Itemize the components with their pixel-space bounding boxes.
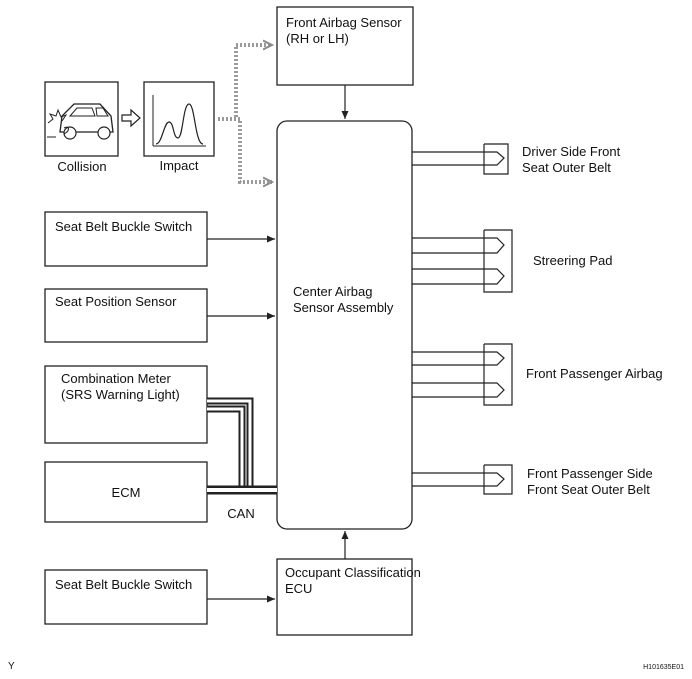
seat-belt-buckle-switch-label: Seat Belt Buckle Switch — [55, 219, 192, 234]
occupant-classification-sublabel: ECU — [285, 581, 312, 596]
collision-label: Collision — [57, 159, 106, 174]
seat-position-sensor-label: Seat Position Sensor — [55, 294, 177, 309]
passenger-belt-sublabel: Front Seat Outer Belt — [527, 482, 650, 497]
squib-icon — [484, 351, 505, 366]
occupant-classification-label: Occupant Classification — [285, 565, 421, 580]
squib-icon — [484, 382, 505, 398]
can-bus — [207, 397, 277, 495]
center-airbag-sensor-label: Center Airbag — [293, 284, 373, 299]
front-airbag-sensor-sublabel: (RH or LH) — [286, 31, 349, 46]
steering-pad-label: Streering Pad — [533, 253, 613, 268]
collision-to-impact-arrow — [121, 108, 141, 128]
squib-icon — [484, 151, 505, 166]
steering-pad-output — [412, 229, 513, 293]
collision-illustration — [44, 81, 119, 157]
figure-code: H101635E01 — [643, 664, 684, 671]
seat-position-sensor-box: Seat Position Sensor — [44, 288, 208, 343]
car-crash-icon — [47, 103, 114, 140]
seat-belt-buckle-switch-box: Seat Belt Buckle Switch — [44, 211, 208, 267]
seat-belt-buckle-switch-bottom-box: Seat Belt Buckle Switch — [44, 569, 208, 625]
impact-graph — [143, 81, 215, 157]
combination-meter-label: Combination Meter — [61, 371, 171, 386]
ecm-label: ECM — [112, 485, 141, 500]
passenger-airbag-label: Front Passenger Airbag — [526, 366, 663, 381]
center-airbag-sensor-sublabel: Sensor Assembly — [293, 300, 394, 315]
squib-icon — [484, 237, 505, 254]
squib-icon — [484, 268, 505, 285]
can-label: CAN — [227, 506, 254, 521]
passenger-belt-label: Front Passenger Side — [527, 466, 653, 481]
impact-waveform — [155, 103, 204, 145]
driver-belt-label: Driver Side Front — [522, 144, 621, 159]
center-airbag-sensor-box: Center Airbag Sensor Assembly — [276, 120, 413, 530]
footer-left-mark: Y — [8, 661, 15, 672]
driver-belt-sublabel: Seat Outer Belt — [522, 160, 611, 175]
ecm-box: ECM — [44, 461, 208, 523]
driver-belt-output — [412, 143, 509, 175]
occupant-classification-ecu-box: Occupant Classification ECU — [276, 558, 421, 636]
passenger-airbag-output — [412, 343, 513, 406]
squib-icon — [484, 472, 505, 487]
combination-meter-sublabel: (SRS Warning Light) — [61, 387, 180, 402]
impact-label: Impact — [159, 158, 198, 173]
front-airbag-sensor-box: Front Airbag Sensor (RH or LH) — [276, 6, 414, 86]
seat-belt-buckle-switch-bottom-label: Seat Belt Buckle Switch — [55, 577, 192, 592]
passenger-belt-output — [412, 464, 513, 495]
front-airbag-sensor-label: Front Airbag Sensor — [286, 15, 402, 30]
combination-meter-box: Combination Meter (SRS Warning Light) — [44, 365, 208, 444]
impact-signal-paths — [218, 45, 272, 182]
